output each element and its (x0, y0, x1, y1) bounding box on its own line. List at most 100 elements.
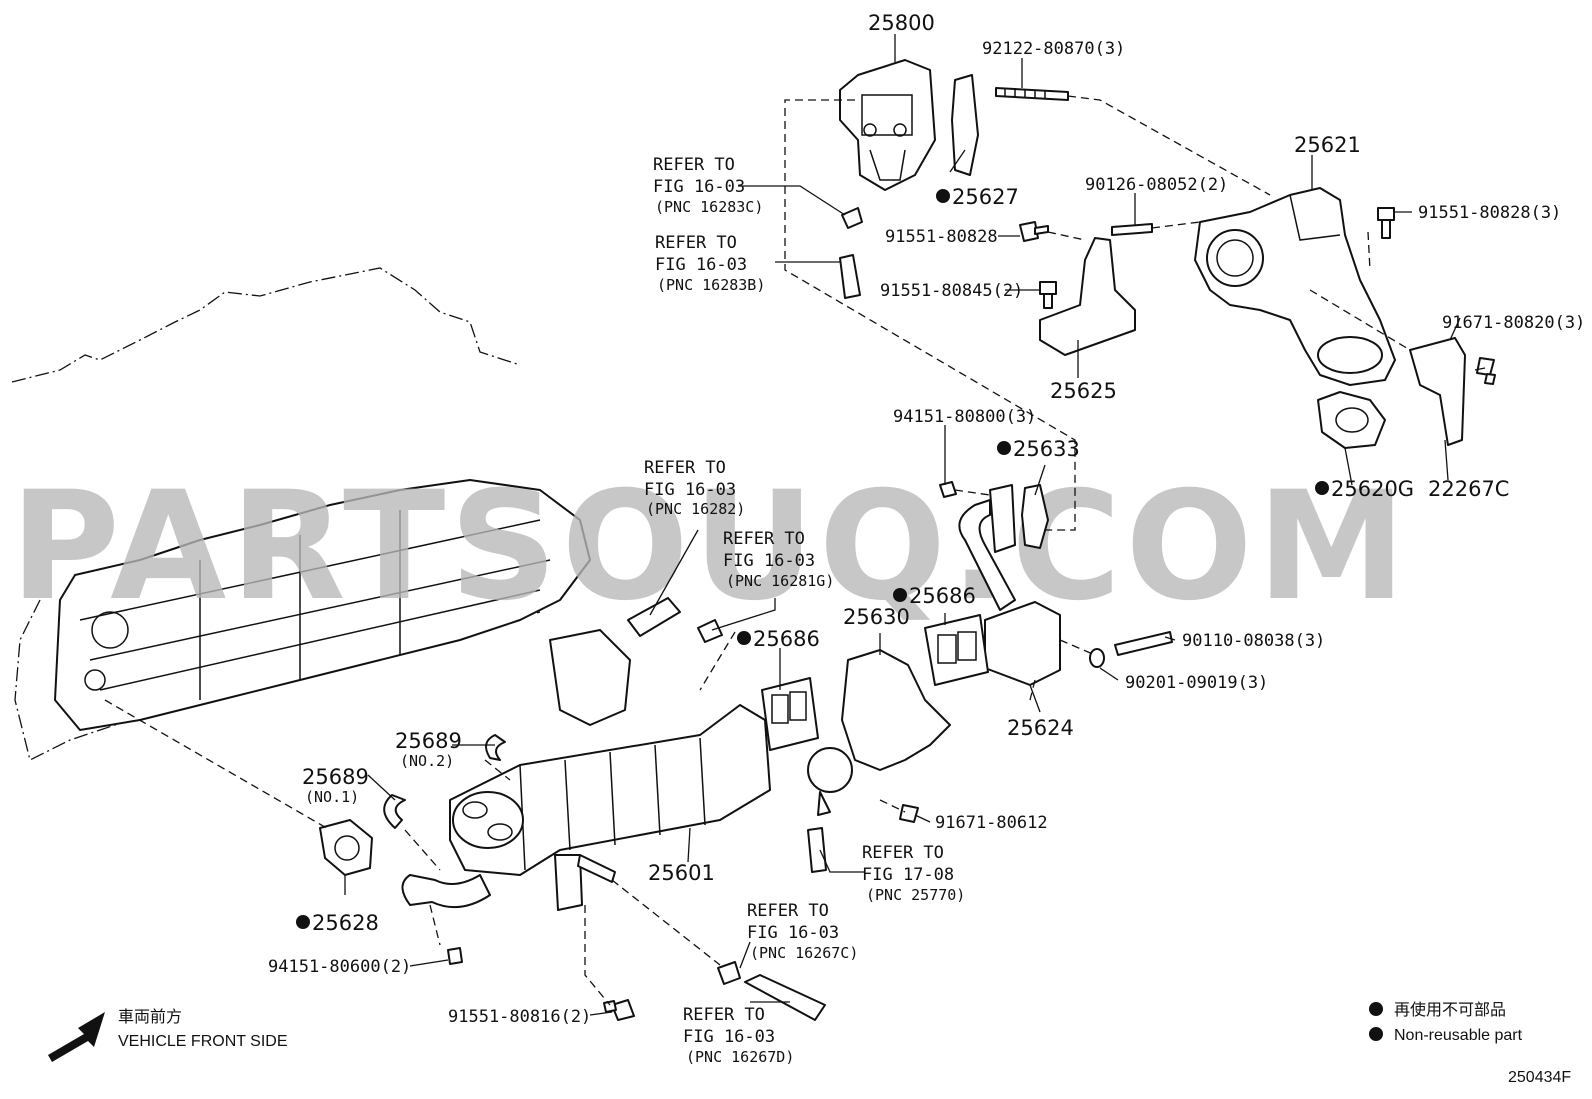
label-25686-upper: 25686 (909, 584, 976, 608)
label-91671-820: 91671-80820(3) (1442, 313, 1585, 333)
label-25800: 25800 (868, 11, 935, 35)
label-25601: 25601 (648, 861, 715, 885)
egr-valve (839, 59, 936, 191)
front-label-en: VEHICLE FRONT SIDE (118, 1033, 288, 1050)
label-25689-no2-sub: (NO.2) (400, 752, 454, 770)
egr-cooler-outlet-pipe (401, 874, 491, 909)
label-25627: 25627 (952, 185, 1019, 209)
nonreusable-dot-25620g (1315, 481, 1329, 495)
egr-cooler-25601 (449, 704, 771, 911)
label-25620g: 25620G (1331, 477, 1414, 501)
stud-90126 (1111, 223, 1153, 236)
gasket-25686-lower (761, 677, 819, 751)
vehicle-front-indicator: 車両前方 VEHICLE FRONT SIDE (48, 1008, 288, 1062)
label-25689-no1: 25689 (302, 765, 369, 789)
hose-16283b (839, 254, 861, 299)
label-91551-845: 91551-80845(2) (880, 281, 1023, 301)
nonreusable-dot-25686-upper (893, 588, 907, 602)
refer-25770-pnc: (PNC 25770) (866, 886, 965, 904)
bracket-22267c (1409, 337, 1466, 446)
refer-16283b-fig: FIG 16-03 (655, 255, 747, 275)
label-91551-828: 91551-80828 (885, 227, 998, 247)
label-25686-lower: 25686 (753, 627, 820, 651)
refer-16267d-title: REFER TO (683, 1005, 765, 1025)
refer-16282: REFER TO FIG 16-03 (PNC 16282) (644, 458, 745, 518)
engine-block (54, 479, 631, 731)
egr-bypass-valve-25630 (807, 649, 951, 816)
clamp-16267c (717, 961, 741, 985)
refer-16267d: REFER TO FIG 16-03 (PNC 16267D) (683, 1005, 794, 1066)
egr-pipe-flange (989, 484, 1016, 553)
nonreusable-dot-25686-lower (737, 631, 751, 645)
label-25689-no2: 25689 (395, 729, 462, 753)
label-25630: 25630 (843, 605, 910, 629)
legend-label-en: Non-reusable part (1394, 1027, 1523, 1044)
bracket-25625 (1039, 237, 1136, 356)
label-94151-600: 94151-80600(2) (268, 957, 411, 977)
refer-16267d-pnc: (PNC 16267D) (686, 1048, 794, 1066)
refer-16283c-title: REFER TO (653, 155, 735, 175)
nut-94151-80600 (447, 947, 463, 965)
bolt-91671-80612 (899, 804, 919, 823)
egr-pipe (958, 499, 1016, 611)
refer-25770: REFER TO FIG 17-08 (PNC 25770) (862, 843, 965, 904)
label-91551-828-3: 91551-80828(3) (1418, 203, 1561, 223)
label-90110: 90110-08038(3) (1182, 631, 1325, 651)
legend-dot-icon (1369, 1002, 1383, 1016)
refer-16267c-fig: FIG 16-03 (747, 923, 839, 943)
assembly-lines (104, 95, 1411, 1006)
gasket-25627 (951, 74, 979, 176)
refer-16283c: REFER TO FIG 16-03 (PNC 16283C) (653, 155, 763, 216)
gasket-25686-upper (924, 614, 989, 686)
clamp-25689-no2 (485, 734, 506, 761)
label-25621: 25621 (1294, 133, 1361, 157)
nonreusable-dot-25628 (296, 915, 310, 929)
hose-16282 (627, 597, 681, 637)
label-91551-816: 91551-80816(2) (448, 1007, 591, 1027)
nonreusable-dot-25633 (997, 441, 1011, 455)
gasket-25633 (1021, 484, 1049, 549)
refer-16282-pnc: (PNC 16282) (646, 500, 745, 518)
hose-16267d (744, 974, 826, 1021)
label-90201: 90201-09019(3) (1125, 673, 1268, 693)
refer-16267d-fig: FIG 16-03 (683, 1027, 775, 1047)
gasket-25620g (1317, 391, 1386, 449)
bolt-91551-80845 (1039, 281, 1057, 309)
refer-25770-title: REFER TO (862, 843, 944, 863)
label-22267c: 22267C (1428, 477, 1509, 501)
label-25633: 25633 (1013, 437, 1080, 461)
label-90126: 90126-08052(2) (1085, 175, 1228, 195)
bolt-91671-80820 (1476, 357, 1496, 385)
front-arrow-icon (48, 1012, 105, 1062)
stud-92122 (995, 87, 1069, 101)
refer-16283b: REFER TO FIG 16-03 (PNC 16283B) (655, 233, 765, 294)
legend: 再使用不可部品 Non-reusable part (1369, 1001, 1523, 1044)
front-label-jp: 車両前方 (118, 1008, 182, 1026)
label-25628: 25628 (312, 911, 379, 935)
refer-16281g-fig: FIG 16-03 (723, 551, 815, 571)
refer-16283b-pnc: (PNC 16283B) (657, 276, 765, 294)
refer-16282-title: REFER TO (644, 458, 726, 478)
hose-25770 (807, 827, 827, 873)
clamp-25689-no1 (383, 794, 406, 829)
illustration-number: 250434F (1508, 1069, 1571, 1086)
label-25689-no1-sub: (NO.1) (305, 788, 359, 806)
bolt-90110 (1114, 631, 1173, 656)
washer-90201 (1089, 648, 1105, 668)
bolt-91551-80816 (603, 999, 635, 1021)
refer-16283c-pnc: (PNC 16283C) (655, 198, 763, 216)
refer-16267c-pnc: (PNC 16267C) (750, 944, 858, 962)
intake-connector-25621 (1194, 187, 1396, 386)
refer-16282-fig: FIG 16-03 (644, 480, 736, 500)
refer-25770-fig: FIG 17-08 (862, 865, 954, 885)
refer-16267c-title: REFER TO (747, 901, 829, 921)
bolt-91551-80828 (1019, 221, 1049, 242)
refer-16267c: REFER TO FIG 16-03 (PNC 16267C) (747, 901, 858, 962)
hose-16283c (841, 207, 863, 229)
refer-16283c-fig: FIG 16-03 (653, 177, 745, 197)
refer-16281g-pnc: (PNC 16281G) (726, 572, 834, 590)
refer-16281g-title: REFER TO (723, 529, 805, 549)
bolt-91551-80828-3 (1377, 207, 1395, 239)
gasket-25628 (319, 819, 373, 876)
